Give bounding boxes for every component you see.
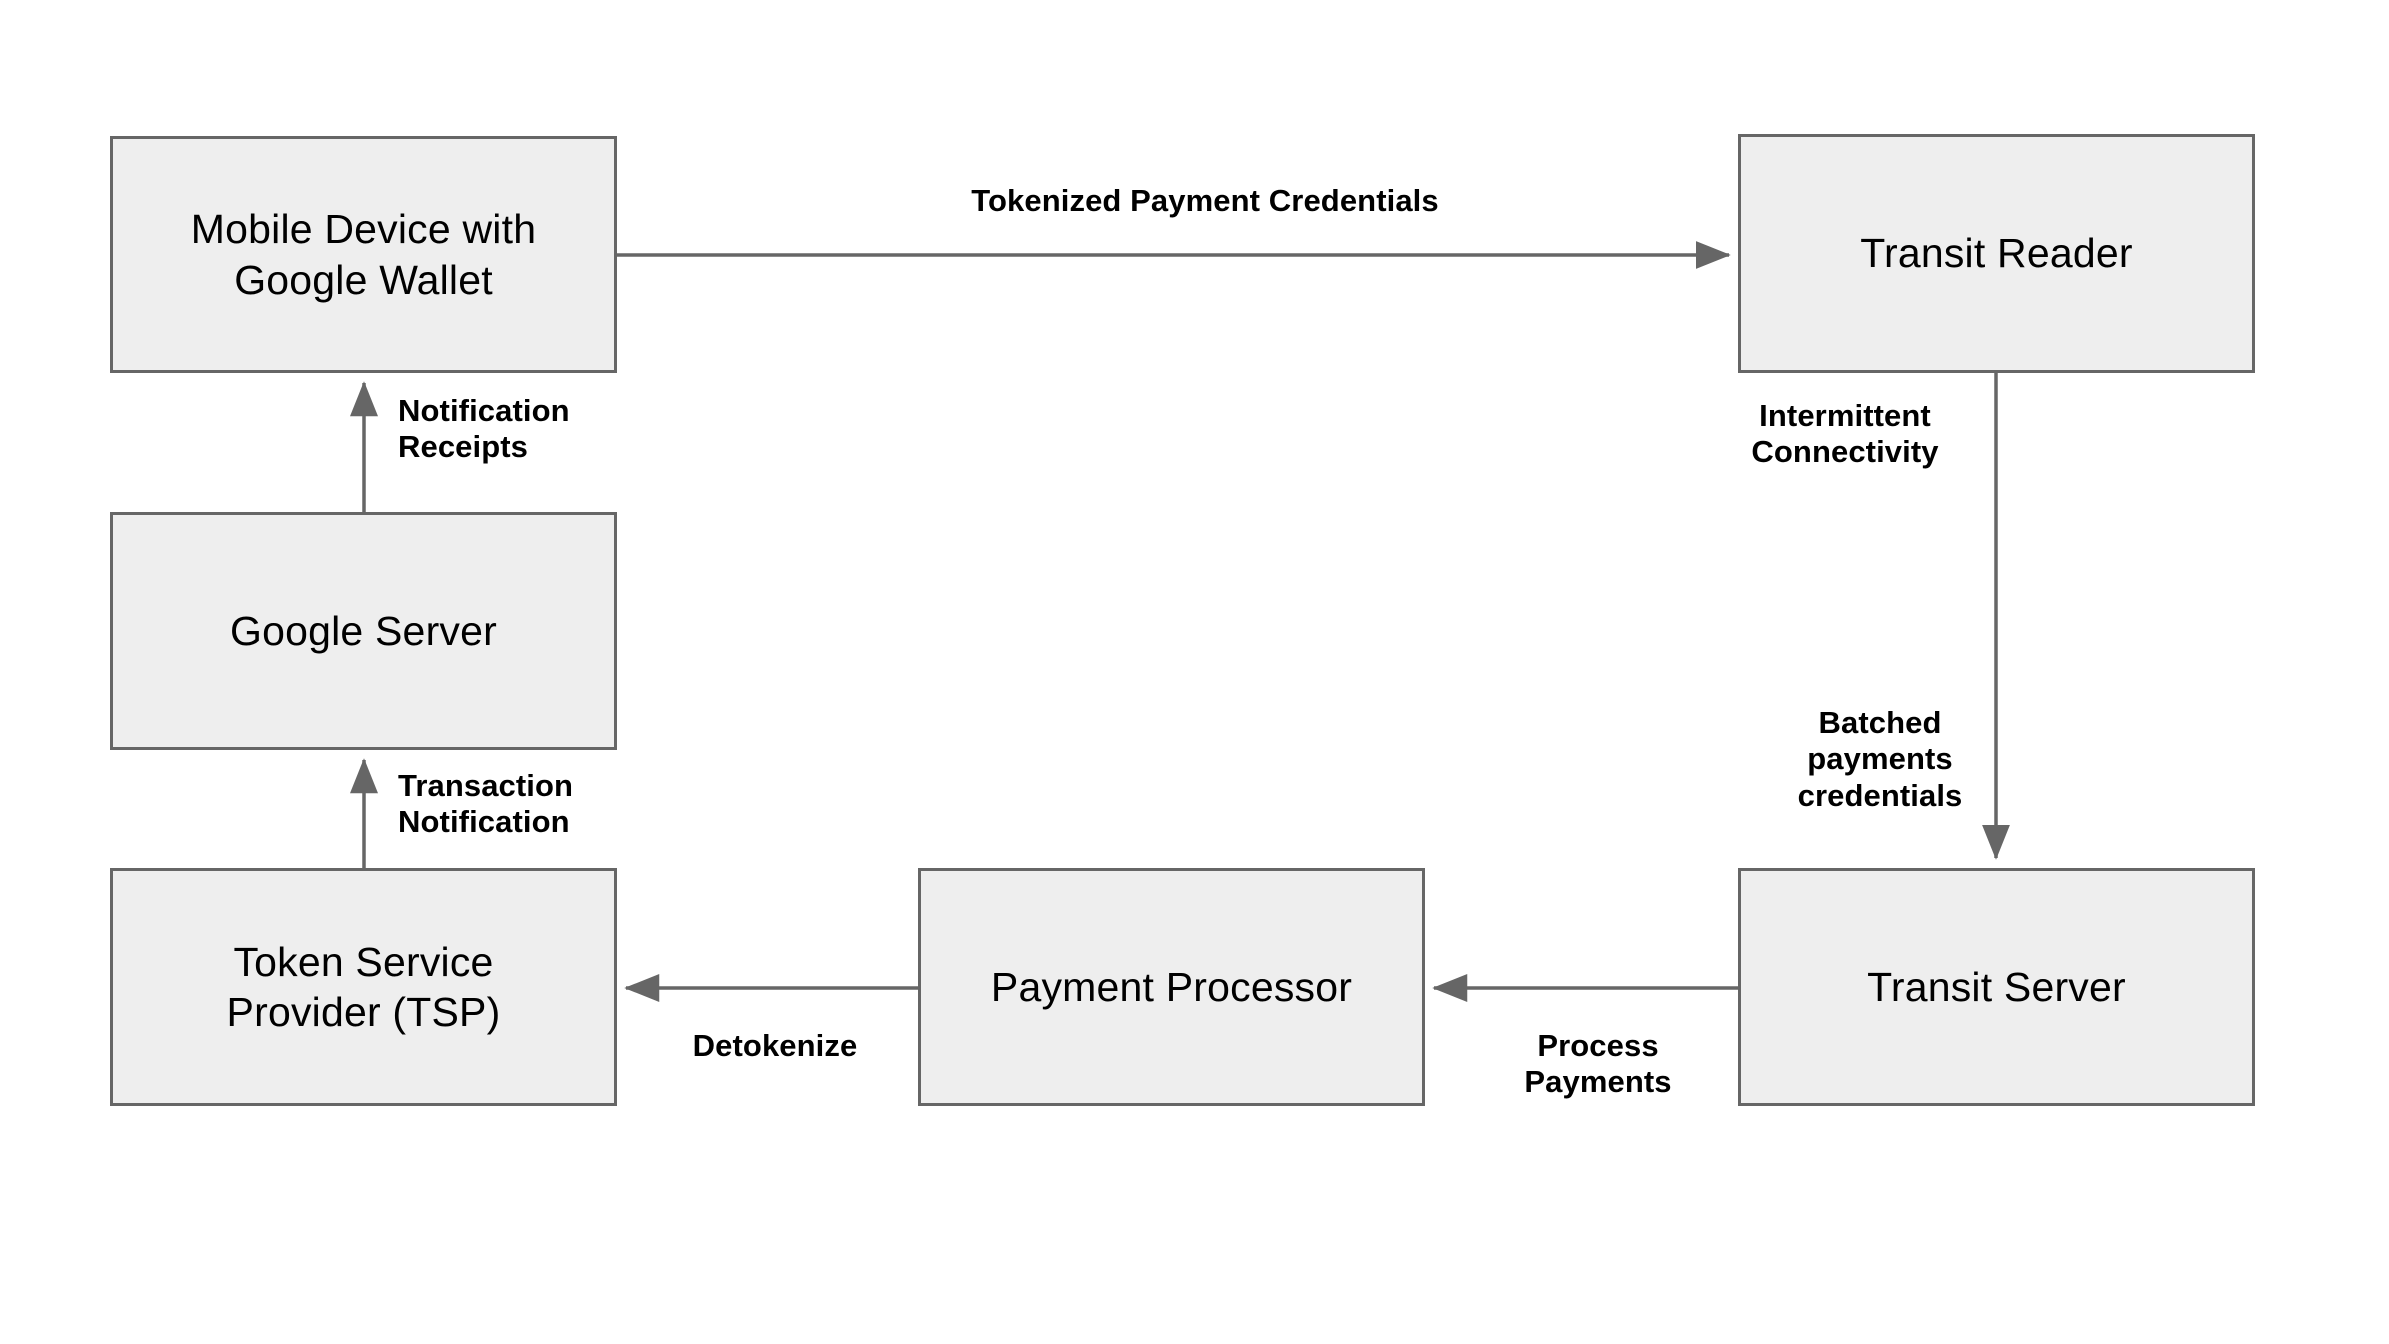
node-token-service-provider[interactable]: Token Service Provider (TSP) <box>110 868 617 1106</box>
edge-label-process-payments: Process Payments <box>1524 1028 1672 1100</box>
node-google-server[interactable]: Google Server <box>110 512 617 750</box>
edge-label-intermittent-connectivity: Intermittent Connectivity <box>1751 398 1939 470</box>
node-transit-reader[interactable]: Transit Reader <box>1738 134 2255 373</box>
edge-label-batched-payments-credentials: Batched payments credentials <box>1797 705 1963 813</box>
edge-label-tokenized-payment-credentials: Tokenized Payment Credentials <box>971 183 1439 218</box>
edge-label-detokenize: Detokenize <box>692 1028 858 1063</box>
edge-label-notification-receipts: Notification Receipts <box>398 393 570 465</box>
node-payment-processor[interactable]: Payment Processor <box>918 868 1425 1106</box>
node-mobile-device[interactable]: Mobile Device with Google Wallet <box>110 136 617 373</box>
node-transit-server[interactable]: Transit Server <box>1738 868 2255 1106</box>
edge-label-transaction-notification: Transaction Notification <box>398 768 574 840</box>
